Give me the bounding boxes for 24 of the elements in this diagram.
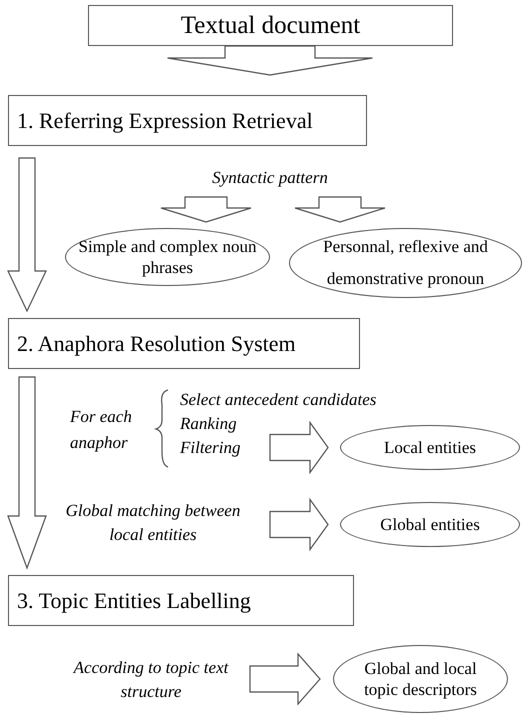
block-arrow: [7, 157, 47, 312]
block-arrow: [269, 420, 329, 474]
step-box: 3. Topic Entities Labelling: [8, 575, 354, 626]
step-box: 1. Referring Expression Retrieval: [8, 95, 367, 146]
input-box: Textual document: [88, 5, 453, 46]
output-pill: Global entities: [340, 502, 520, 547]
block-arrow: [166, 45, 374, 76]
note-text: Global matching between local entities: [58, 498, 248, 548]
block-arrow: [294, 196, 386, 223]
block-arrow: [160, 196, 252, 223]
output-pill: Local entities: [340, 425, 520, 470]
output-pill: Personnal, reflexive and demonstrative pronoun: [289, 228, 522, 298]
output-pill: Simple and complex noun phrases: [65, 228, 270, 286]
output-pill: Global and local topic descriptors: [333, 645, 508, 713]
note-text: According to topic text structure: [62, 655, 240, 705]
step-text: Filtering: [180, 437, 240, 459]
block-arrow: [7, 376, 47, 570]
note-text: Syntactic pattern: [195, 166, 345, 190]
step-text: Select antecedent candidates: [180, 389, 376, 411]
step-text: Ranking: [180, 413, 237, 435]
block-arrow: [269, 498, 329, 552]
step-box: 2. Anaphora Resolution System: [8, 318, 360, 369]
block-arrow: [249, 652, 321, 706]
note-text: For each anaphor: [70, 406, 133, 454]
